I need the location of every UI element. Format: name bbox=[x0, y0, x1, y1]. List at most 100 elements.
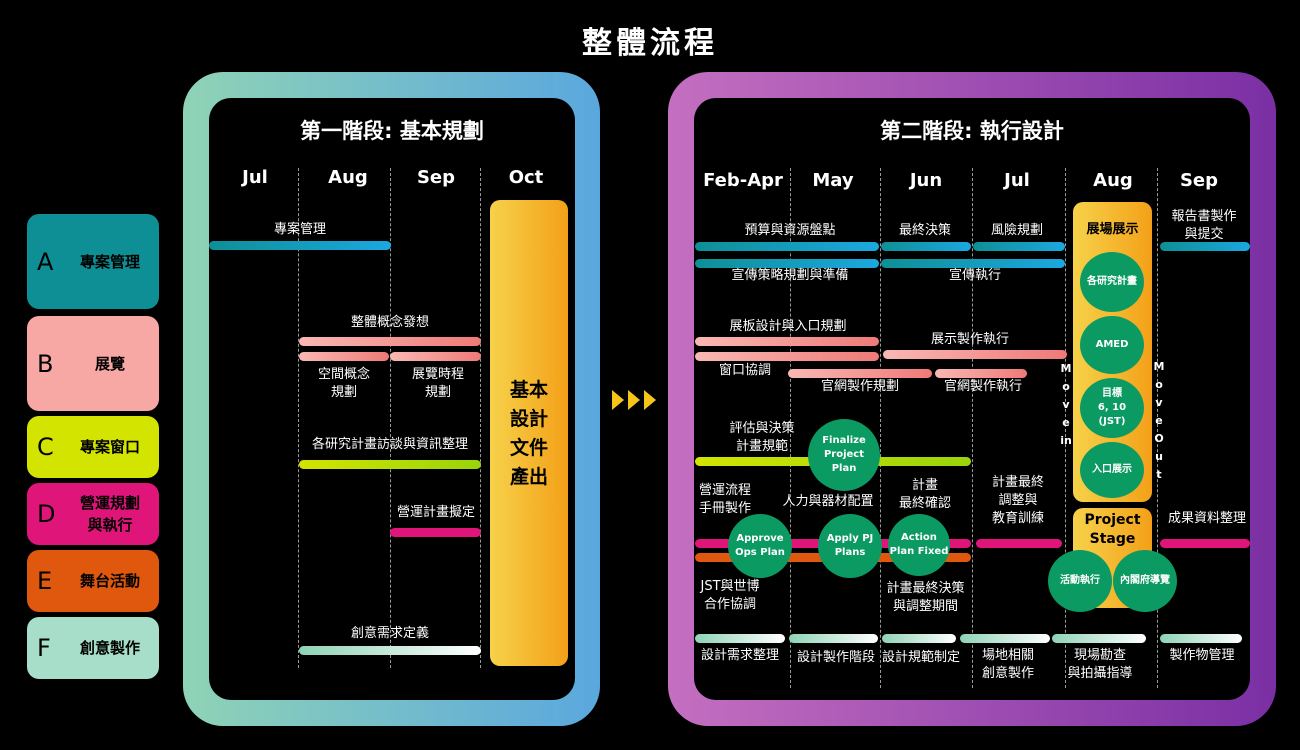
artifacts-bar bbox=[1160, 634, 1242, 643]
divider bbox=[1065, 168, 1066, 688]
phase1-month-aug: Aug bbox=[328, 167, 368, 188]
legend-letter: C bbox=[37, 433, 54, 461]
site-label: 現場勘查 與拍攝指導 bbox=[1067, 648, 1133, 681]
legend-name: 營運規劃 與執行 bbox=[79, 494, 140, 534]
concept-bar bbox=[299, 337, 481, 346]
legend-letter: F bbox=[37, 634, 51, 662]
phase2-month-febapr: Feb-Apr bbox=[703, 170, 783, 191]
pm-bar bbox=[209, 241, 391, 250]
budget-label: 預算與資源盤點 bbox=[744, 223, 836, 238]
risk-label: 風險規劃 bbox=[990, 223, 1043, 238]
schedule-bar bbox=[390, 352, 481, 361]
legend-name: 舞台活動 bbox=[79, 572, 140, 590]
phase2-month-may: May bbox=[812, 170, 854, 191]
concept-label: 整體概念發想 bbox=[350, 315, 429, 330]
pm-label: 專案管理 bbox=[273, 222, 326, 237]
plan-confirm-label: 計畫 最終確認 bbox=[898, 478, 951, 511]
design-spec-bar bbox=[882, 634, 956, 643]
legend-item-e: E 舞台活動 bbox=[27, 550, 159, 612]
approve-ops-circle: Approve Ops Plan bbox=[728, 514, 792, 578]
divider bbox=[390, 168, 391, 668]
risk-bar bbox=[973, 242, 1065, 251]
legend-item-a: A 專案管理 bbox=[27, 214, 159, 309]
creative-bar bbox=[299, 646, 481, 655]
stage-item-activity: 活動執行 bbox=[1048, 550, 1112, 612]
exhibit-item-entrance: 入口展示 bbox=[1080, 442, 1144, 498]
decision-bar bbox=[881, 242, 971, 251]
design-req-label: 設計需求整理 bbox=[700, 648, 779, 663]
report-label: 報告書製作 與提交 bbox=[1171, 209, 1237, 242]
results-bar bbox=[1160, 539, 1250, 548]
creative-label: 創意需求定義 bbox=[350, 626, 429, 641]
divider bbox=[1157, 168, 1158, 688]
design-phase-bar bbox=[789, 634, 878, 643]
plan-adjust-label: 計畫最終 調整與 教育訓練 bbox=[991, 475, 1044, 526]
page-title: 整體流程 bbox=[582, 26, 718, 61]
design-spec-label: 設計規範制定 bbox=[881, 650, 960, 665]
legend-letter: B bbox=[37, 349, 54, 378]
phase2-month-aug: Aug bbox=[1093, 170, 1133, 191]
web-plan-bar bbox=[788, 369, 932, 378]
design-phase-label: 設計製作階段 bbox=[796, 650, 875, 665]
window-bar bbox=[695, 352, 879, 361]
output-block: 基本 設計 文件 產出 bbox=[490, 200, 568, 666]
move-out-label: Move Out bbox=[1153, 360, 1165, 481]
legend-item-f: F 創意製作 bbox=[27, 617, 159, 679]
display-exec-label: 展示製作執行 bbox=[930, 332, 1009, 347]
legend-name: 專案管理 bbox=[79, 252, 140, 271]
promo-exec-bar bbox=[881, 259, 1065, 268]
ops-adjust-bar bbox=[976, 539, 1062, 548]
exhibit-item-amed: AMED bbox=[1080, 316, 1144, 374]
promo-exec-label: 宣傳執行 bbox=[948, 268, 1001, 283]
exhibit-item-research: 各研究計畫 bbox=[1080, 252, 1144, 312]
staffing-label: 人力與器材配置 bbox=[782, 494, 874, 509]
web-exec-bar bbox=[935, 369, 1027, 378]
phase2-month-jun: Jun bbox=[909, 170, 943, 191]
site-bar bbox=[1052, 634, 1146, 643]
phase2-title: 第二階段: 執行設計 bbox=[880, 119, 1064, 143]
move-in-label: Move in bbox=[1060, 362, 1072, 447]
legend-letter: D bbox=[37, 500, 56, 528]
apply-pj-circle: Apply PJ Plans bbox=[818, 514, 882, 578]
panel-bar bbox=[695, 337, 879, 346]
legend-letter: E bbox=[37, 567, 53, 595]
finalize-plan-circle: Finalize Project Plan bbox=[808, 419, 880, 491]
legend-name: 專案窗口 bbox=[79, 438, 140, 456]
jst-label: JST與世博 合作協調 bbox=[700, 579, 760, 612]
phase1-month-sep: Sep bbox=[416, 167, 456, 188]
space-label: 空間概念 規劃 bbox=[317, 367, 370, 400]
schedule-label: 展覽時程 規劃 bbox=[411, 367, 464, 400]
interview-label: 各研究計畫訪談與資訊整理 bbox=[311, 437, 468, 452]
stage-item-cabinet: 內閣府導覽 bbox=[1113, 550, 1177, 612]
exhibit-title: 展場展示 bbox=[1086, 222, 1139, 237]
legend-letter: A bbox=[37, 247, 54, 276]
divider bbox=[790, 168, 791, 688]
eval-label: 評估與決策 計畫規範 bbox=[729, 421, 795, 454]
phase2-month-jul: Jul bbox=[1004, 170, 1030, 191]
legend-name: 創意製作 bbox=[79, 639, 140, 657]
divider bbox=[880, 168, 881, 688]
panel-label: 展板設計與入口規劃 bbox=[729, 319, 847, 334]
output-block-text: 基本 設計 文件 產出 bbox=[509, 379, 548, 488]
divider bbox=[298, 168, 299, 668]
ops-label: 營運計畫擬定 bbox=[396, 505, 475, 520]
web-exec-label: 官網製作執行 bbox=[943, 379, 1022, 394]
budget-bar bbox=[695, 242, 879, 251]
phase2-month-sep: Sep bbox=[1179, 170, 1219, 191]
artifacts-label: 製作物管理 bbox=[1169, 648, 1235, 663]
promo-plan-label: 宣傳策略規劃與準備 bbox=[731, 268, 849, 283]
final-decision-label: 計畫最終決策 與調整期間 bbox=[886, 581, 965, 614]
decision-label: 最終決策 bbox=[898, 223, 951, 238]
interview-bar bbox=[299, 460, 481, 469]
divider bbox=[972, 168, 973, 688]
legend-item-c: C 專案窗口 bbox=[27, 416, 159, 478]
phase1-title: 第一階段: 基本規劃 bbox=[300, 119, 484, 143]
web-plan-label: 官網製作規劃 bbox=[820, 379, 899, 394]
legend-name: 展覽 bbox=[94, 354, 125, 373]
promo-plan-bar bbox=[695, 259, 879, 268]
legend-item-b: B 展覽 bbox=[27, 316, 159, 411]
phase1-month-jul: Jul bbox=[242, 167, 268, 188]
phase1-month-oct: Oct bbox=[508, 167, 544, 188]
design-req-bar bbox=[695, 634, 785, 643]
report-bar bbox=[1160, 242, 1250, 251]
